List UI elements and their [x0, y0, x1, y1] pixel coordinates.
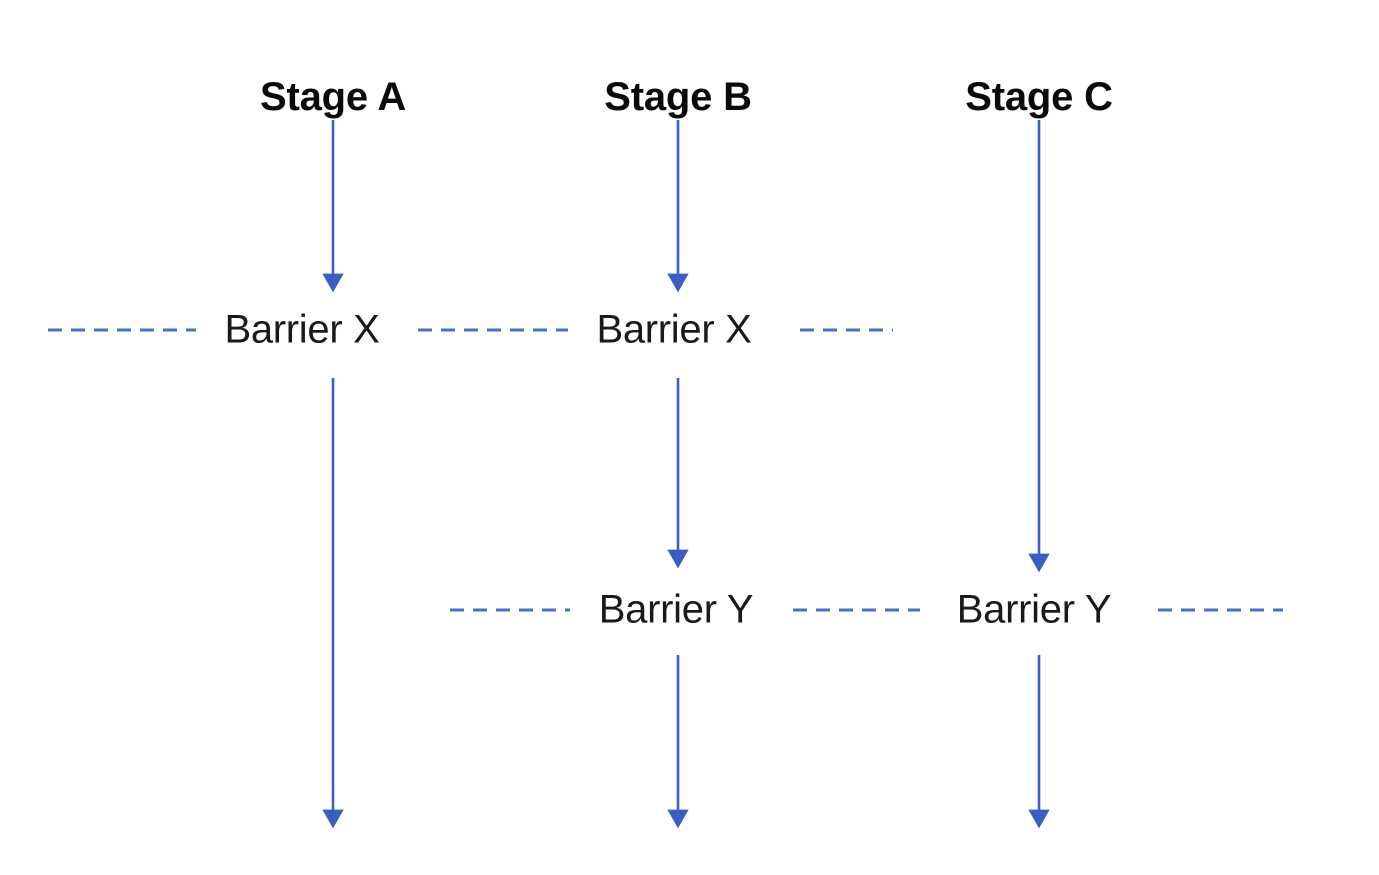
- barrier-label-barrier-y-c: Barrier Y: [946, 587, 1122, 633]
- stage-header-b: Stage B: [604, 75, 752, 119]
- barrier-label-barrier-x-a: Barrier X: [214, 307, 390, 353]
- stage-header-a: Stage A: [259, 75, 407, 119]
- dashed-link-group: [48, 328, 1283, 612]
- arrow-group: [322, 120, 1050, 829]
- barrier-label-barrier-x-b: Barrier X: [586, 307, 762, 353]
- stage-header-c: Stage C: [965, 75, 1113, 119]
- barrier-label-barrier-y-b: Barrier Y: [588, 587, 764, 633]
